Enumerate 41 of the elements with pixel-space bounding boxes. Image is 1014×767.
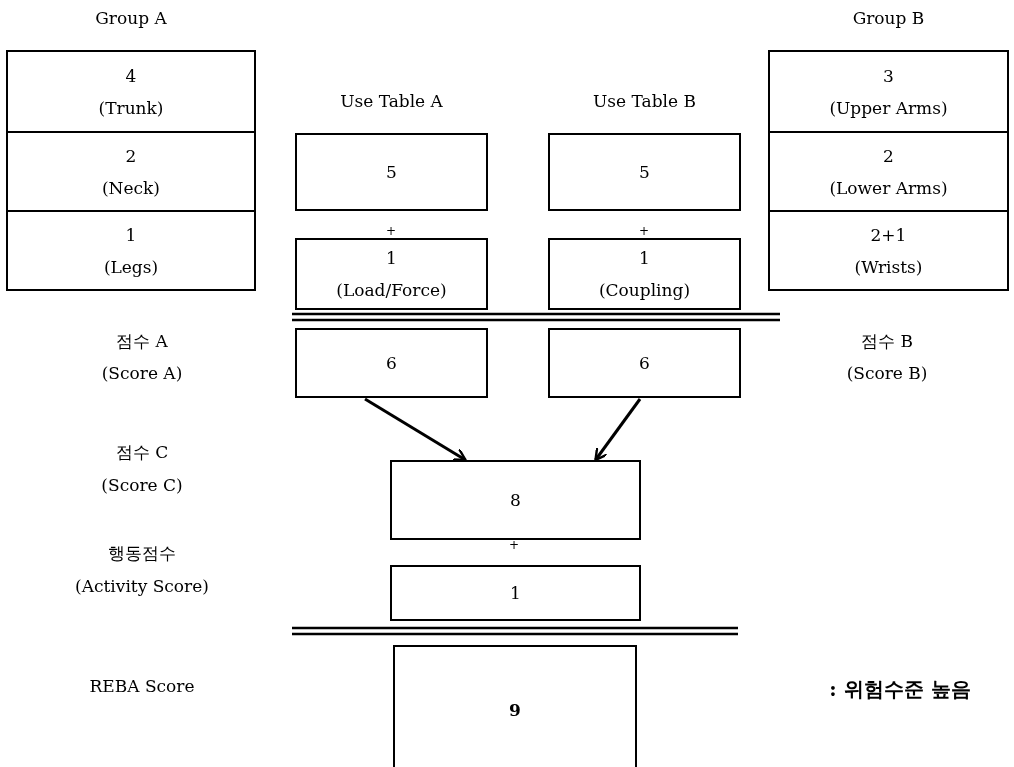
risk-note: : 위험수준 높음 [829, 676, 971, 703]
table-heading: Use Table A [339, 91, 444, 111]
row-label: REBA Score [89, 676, 195, 696]
row-label: 점수 C [115, 441, 169, 464]
score-value: 5 [639, 161, 650, 184]
table-cell: 2+1 (Wrists) [770, 210, 1007, 289]
table-cell: 1 (Legs) [8, 210, 254, 289]
score-box [390, 565, 641, 621]
score-value: 9 [509, 699, 521, 722]
score-box [295, 328, 488, 398]
arrow [594, 398, 642, 462]
score-box [548, 328, 741, 398]
row-label: 점수 A [116, 330, 168, 353]
score-value: 6 [386, 352, 397, 375]
table-cell: 2 (Lower Arms) [770, 131, 1007, 210]
score-value: 6 [639, 352, 650, 375]
row-label: (Score C) [101, 475, 183, 495]
table-cell: 2 (Neck) [8, 131, 254, 210]
score-box [393, 645, 637, 767]
score-value: 1 (Load/Force) [336, 247, 447, 302]
table-cell: 3 (Upper Arms) [770, 52, 1007, 131]
plus-sign: + [385, 224, 397, 238]
group-heading: Group A [94, 8, 168, 28]
row-label: (Score A) [101, 363, 183, 383]
plus-sign: + [508, 538, 520, 552]
row-label: 행동점수 [108, 542, 176, 565]
row-label: (Score B) [846, 363, 928, 383]
group-heading: Group B [851, 8, 926, 28]
score-value: 8 [510, 489, 521, 512]
score-box [295, 238, 488, 310]
score-value: 5 [386, 161, 397, 184]
row-label: (Activity Score) [75, 576, 209, 596]
score-value: 1 [510, 582, 521, 605]
score-box [390, 460, 641, 540]
table-cell: 4 (Trunk) [8, 52, 254, 131]
table-heading: Use Table B [592, 91, 697, 111]
score-value: 1 (Coupling) [598, 247, 690, 302]
arrow [364, 397, 467, 462]
score-box [548, 238, 741, 310]
plus-sign: + [638, 224, 650, 238]
row-label: 점수 B [861, 330, 913, 353]
